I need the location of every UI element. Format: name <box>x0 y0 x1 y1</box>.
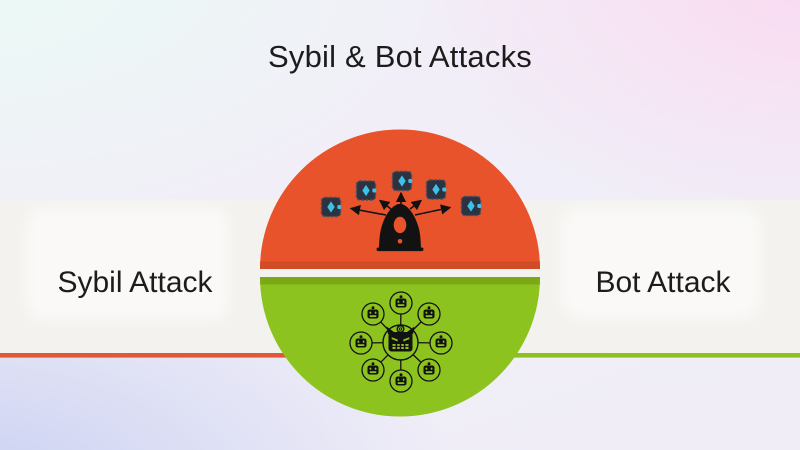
sybil-underline <box>0 353 400 358</box>
wallet-icon <box>355 180 378 201</box>
bot-icon <box>361 358 385 382</box>
wallet-icon <box>391 170 414 192</box>
arrow-icon <box>378 199 392 211</box>
bot-icon <box>417 302 441 326</box>
bot-icon <box>361 302 385 326</box>
bot-icon <box>349 331 373 355</box>
bot-attack-label: Bot Attack <box>595 266 731 299</box>
sybil-label-highlight <box>25 207 230 321</box>
bot-icon <box>389 369 413 393</box>
wallet-icon <box>460 195 483 217</box>
hacker-icon <box>376 203 424 252</box>
sybil-attack-label: Sybil Attack <box>57 266 213 299</box>
arrow-icon <box>409 199 423 211</box>
bot-icon <box>389 291 413 315</box>
bot-underline <box>400 353 800 358</box>
page-title: Sybil & Bot Attacks <box>268 39 532 74</box>
arrow-icon <box>414 204 452 216</box>
bot-master-icon <box>382 324 419 361</box>
bot-label-highlight <box>560 207 762 319</box>
bot-icon <box>429 331 453 355</box>
bot-icon <box>417 358 441 382</box>
arrow-icon <box>349 205 387 216</box>
wallet-icon <box>425 179 448 200</box>
wallet-icon <box>320 196 343 218</box>
